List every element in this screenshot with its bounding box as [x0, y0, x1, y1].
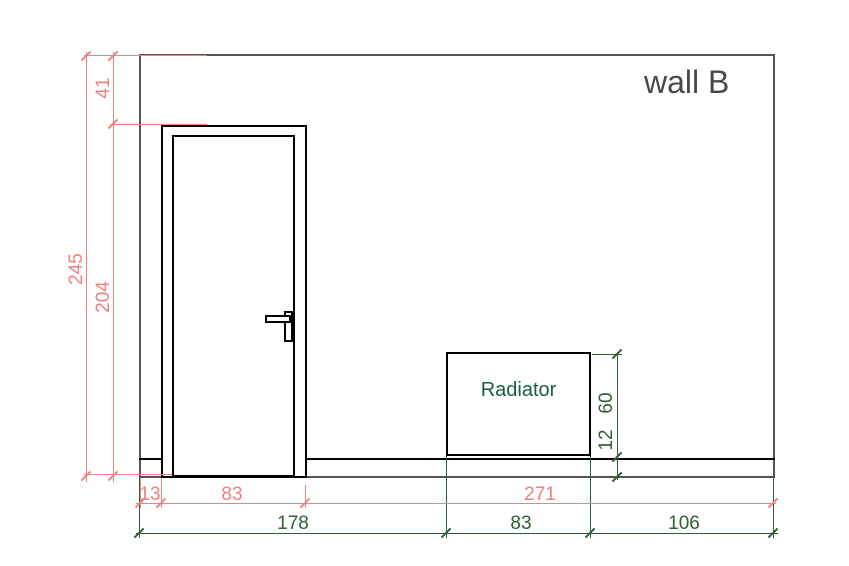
radiator-label: Radiator	[480, 379, 557, 401]
green-dim-line-radiator	[617, 354, 618, 480]
dim-seg-right: 106	[668, 513, 700, 534]
skirting-line-right	[306, 458, 775, 460]
green-dim-line-bottom	[136, 533, 778, 534]
dim-door-offset: 13	[139, 484, 161, 505]
dim-seg-left: 178	[277, 513, 309, 534]
dim-radiator-floor-gap: 12	[596, 429, 617, 451]
red-ext-door-left	[161, 478, 162, 508]
red-ext-door-top	[110, 124, 207, 125]
dim-door-width: 83	[221, 484, 243, 505]
floor-line	[139, 476, 775, 478]
green-ext-wall-left	[139, 478, 140, 538]
red-ext-wall-top	[84, 55, 207, 56]
wall-top-edge	[139, 54, 775, 56]
green-ext-radiator-left	[446, 456, 447, 538]
red-ext-wall-corner	[140, 478, 141, 508]
door-leaf	[172, 135, 295, 477]
radiator-box	[446, 352, 591, 456]
wall-left-edge	[139, 54, 141, 478]
red-dim-line-bottom	[136, 503, 776, 504]
dim-radiator-height: 60	[596, 392, 617, 414]
door-handle-plate	[284, 311, 293, 342]
red-ext-door-right	[305, 485, 306, 508]
red-dim-line-41-204	[113, 52, 114, 482]
red-dim-line-245	[86, 52, 87, 482]
green-ext-radiator-top	[592, 354, 622, 355]
dim-above-door: 41	[93, 77, 114, 99]
dim-seg-radiator: 83	[510, 513, 532, 534]
skirting-line-left	[139, 458, 163, 460]
green-ext-wall-right	[773, 478, 774, 538]
dim-door-height: 204	[93, 281, 114, 313]
green-ext-radiator-right	[590, 456, 591, 538]
door-handle-lever	[265, 315, 291, 323]
dim-right-of-door: 271	[524, 484, 556, 505]
drawing-title: wall B	[644, 64, 730, 100]
wall-right-edge	[773, 54, 775, 478]
red-ext-floor-left	[84, 474, 172, 475]
dim-wall-height: 245	[66, 253, 87, 285]
